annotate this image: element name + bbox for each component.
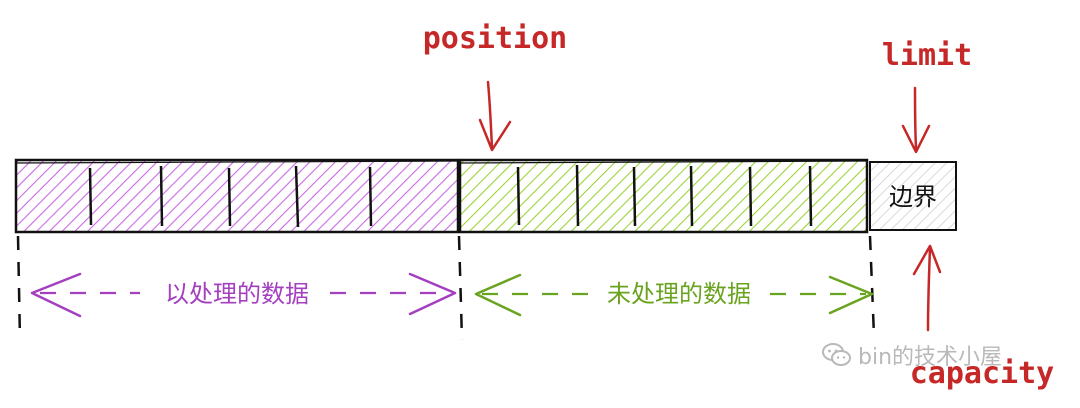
capacity-pointer: capacity [910,244,1055,391]
unprocessed-data-label: 未处理的数据 [607,280,751,308]
unprocessed-range-arrow: 未处理的数据 [474,273,874,317]
wechat-icon [822,343,851,366]
capacity-label: capacity [910,356,1055,391]
position-pointer: position [423,21,568,152]
position-label: position [423,21,568,56]
processed-segment [14,158,460,234]
processed-range-arrow: 以处理的数据 [30,272,457,318]
processed-data-label: 以处理的数据 [165,280,309,308]
limit-pointer: limit [882,38,972,154]
limit-label: limit [882,38,972,73]
boundary-cell: 边界 [869,161,957,231]
boundary-label: 边界 [889,183,937,211]
watermark: bin的技术小屋 [822,340,1002,370]
unprocessed-segment [458,158,869,234]
range-markers [16,235,876,341]
watermark-text: bin的技术小屋 [858,345,1003,370]
